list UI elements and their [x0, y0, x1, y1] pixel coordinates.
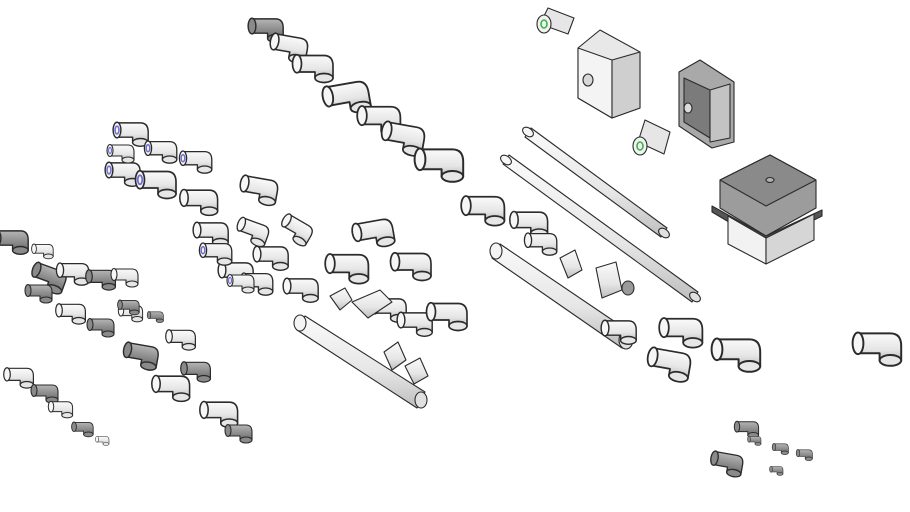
- right-manifold: [489, 242, 635, 350]
- pipe-fitting: [199, 400, 239, 429]
- pipe-fitting: [269, 32, 309, 65]
- left-elbow-cluster: [104, 121, 255, 294]
- center-manifold: [293, 287, 429, 409]
- pipe-fitting: [236, 216, 270, 248]
- pipe-fitting: [321, 80, 372, 114]
- pipe-fitting: [851, 331, 903, 367]
- pipe-fitting: [771, 443, 789, 455]
- pipe-fitting: [179, 188, 219, 217]
- pipe-fitting: [351, 218, 396, 248]
- pipe-fitting: [165, 329, 197, 351]
- pipe-fitting: [71, 421, 94, 438]
- long-pipe: [522, 126, 670, 239]
- pipe-fitting: [180, 361, 212, 383]
- wall-box-light: [577, 29, 641, 119]
- pipe-fitting: [523, 232, 558, 256]
- pipe-fitting: [122, 341, 159, 371]
- pipe-fitting: [600, 319, 637, 346]
- pipe-fitting: [646, 346, 692, 383]
- pipe-fitting: [30, 383, 59, 404]
- left-gray-fittings-cluster: [0, 230, 253, 446]
- green-ring-fittings: [536, 7, 671, 156]
- pipe-fitting: [106, 143, 135, 164]
- wall-boxes: [577, 29, 735, 149]
- pipe-fitting: [733, 420, 760, 439]
- pipe-fitting: [86, 317, 115, 338]
- wall-box-dark: [678, 59, 735, 149]
- pipe-fitting: [31, 243, 54, 260]
- pipe-fitting: [146, 311, 164, 323]
- middle-diagonal-fittings: [179, 17, 558, 338]
- pipe-fitting: [143, 140, 178, 164]
- pipe-fitting: [281, 213, 313, 247]
- pipe-fitting: [192, 221, 229, 248]
- pipe-fitting: [425, 301, 468, 332]
- pipe-fitting: [226, 273, 255, 294]
- pipe-fitting: [747, 435, 762, 446]
- right-elbows: [600, 317, 903, 383]
- pipe-fitting: [460, 195, 506, 227]
- long-pipe: [500, 154, 701, 303]
- pipe-fitting: [55, 303, 87, 325]
- pipe-fitting: [658, 317, 704, 349]
- pipe-fitting: [47, 400, 74, 419]
- pipe-fitting: [151, 374, 191, 403]
- pipe-fitting: [795, 449, 813, 461]
- pipe-fitting: [3, 367, 35, 389]
- pipe-fitting: [95, 435, 110, 446]
- cap-fitting-green: [536, 7, 575, 35]
- pipe-fitting: [389, 251, 432, 282]
- pipe-fitting: [710, 450, 744, 478]
- pipe-fitting: [85, 269, 117, 291]
- pipe-fitting: [282, 277, 319, 304]
- pipe-fitting: [252, 245, 289, 272]
- pipe-fitting: [117, 299, 140, 316]
- pipe-fitting: [178, 150, 213, 174]
- pipe-fitting: [112, 121, 149, 148]
- pipe-fitting: [0, 230, 29, 256]
- pipe-fitting: [413, 147, 465, 183]
- pipe-fitting: [24, 283, 53, 304]
- pipe-fitting: [224, 423, 253, 444]
- pipe-fitting: [291, 53, 334, 84]
- pipe-fitting: [198, 242, 233, 266]
- pipe-fitting: [769, 465, 784, 476]
- cap-fitting-green: [632, 119, 671, 156]
- pipe-fitting: [134, 169, 177, 200]
- pipe-fitting: [710, 337, 762, 373]
- pipe-fitting: [239, 174, 279, 207]
- pipe-fitting: [110, 267, 139, 288]
- straight-pipes: [500, 126, 701, 303]
- large-box: [711, 154, 823, 265]
- pipe-fitting: [324, 253, 370, 285]
- bottom-right-small-fittings: [710, 420, 813, 478]
